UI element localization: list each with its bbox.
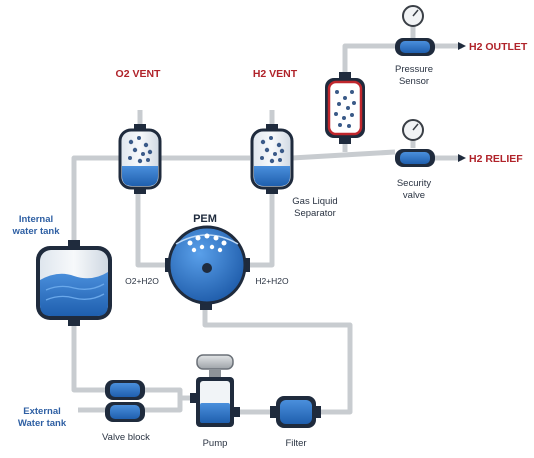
- pem-label: PEM: [193, 213, 217, 225]
- pressure-sensor: [395, 5, 435, 56]
- external-tank-label-1: External: [23, 406, 61, 417]
- external-tank-label-2: Water tank: [18, 418, 67, 429]
- security-valve-label-2: valve: [403, 190, 425, 201]
- o2-separator-vessel: [118, 124, 162, 194]
- gas-liquid-label-1: Gas Liquid: [292, 196, 337, 207]
- h2-relief-arrow-icon: [458, 154, 466, 162]
- pressure-sensor-label-1: Pressure: [395, 64, 433, 75]
- pressure-sensor-label-2: Sensor: [399, 76, 429, 87]
- filter: [270, 396, 321, 428]
- valve-block: [105, 380, 145, 422]
- h2-dryer-vessel: [325, 72, 365, 144]
- pem-stack: [165, 225, 250, 310]
- internal-tank-label-2: water tank: [12, 226, 61, 237]
- h2-separator-vessel: [250, 124, 294, 194]
- h2-relief-label: H2 RELIEF: [469, 153, 523, 165]
- h2-outlet-label: H2 OUTLET: [469, 41, 528, 53]
- filter-label: Filter: [285, 438, 306, 449]
- security-valve-label-1: Security: [397, 178, 432, 189]
- h2-outlet-arrow-icon: [458, 42, 466, 50]
- h2-vent-label: H2 VENT: [253, 68, 298, 80]
- gas-liquid-label-2: Separator: [294, 208, 336, 219]
- o2-vent-label: O2 VENT: [116, 68, 162, 80]
- valve-block-label: Valve block: [102, 432, 150, 443]
- pipe-network: [71, 22, 462, 415]
- pump: [190, 354, 240, 427]
- o2-h2o-label: O2+H2O: [125, 276, 159, 286]
- h2-h2o-label: H2+H2O: [255, 276, 289, 286]
- internal-water-tank: [36, 240, 112, 326]
- security-valve: [395, 119, 435, 167]
- internal-tank-label-1: Internal: [19, 214, 53, 225]
- pump-label: Pump: [203, 438, 228, 449]
